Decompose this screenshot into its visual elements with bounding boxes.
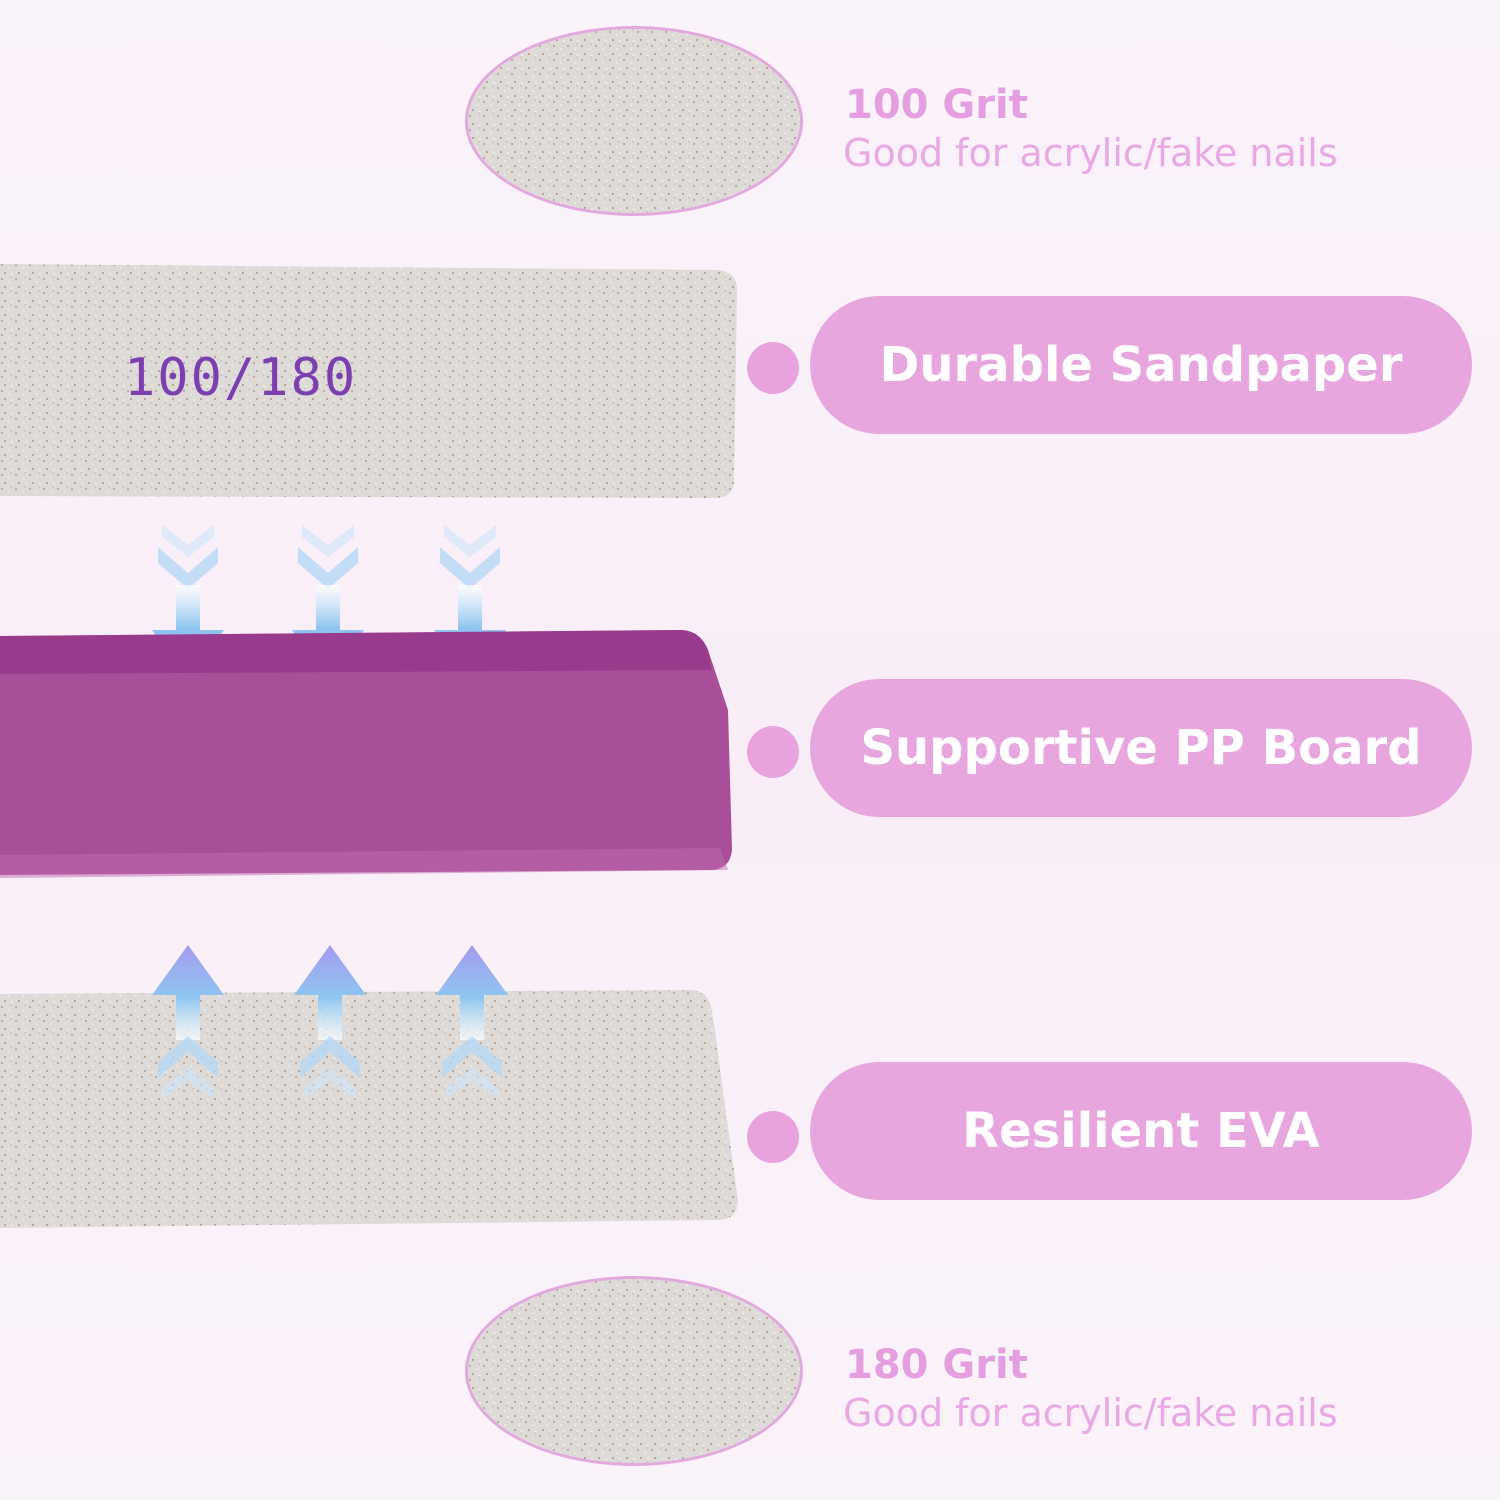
layer-label-eva: Resilient EVA xyxy=(810,1062,1472,1200)
file-grit-label: 100/180 xyxy=(124,348,358,408)
down-arrow-icon xyxy=(148,515,228,685)
grit-swatch-100 xyxy=(465,26,803,216)
layer-label-sandpaper: Durable Sandpaper xyxy=(810,296,1472,434)
grit-100-title: 100 Grit xyxy=(845,82,1028,128)
bullet-dot-icon xyxy=(747,726,799,778)
layer-label-pp-board: Supportive PP Board xyxy=(810,679,1472,817)
grit-100-description: Good for acrylic/fake nails xyxy=(843,131,1338,175)
sandpaper-strip-top: 100/180 xyxy=(0,262,740,498)
sandpaper-strip-bottom xyxy=(0,990,740,1230)
up-arrow-icon xyxy=(290,940,370,1110)
bullet-dot-icon xyxy=(747,1111,799,1163)
down-arrow-icon xyxy=(288,515,368,685)
pp-board xyxy=(0,630,735,880)
up-arrow-icon xyxy=(148,940,228,1110)
bullet-dot-icon xyxy=(747,342,799,394)
grit-180-description: Good for acrylic/fake nails xyxy=(843,1391,1338,1435)
up-arrow-icon xyxy=(432,940,512,1110)
grit-180-title: 180 Grit xyxy=(845,1342,1028,1388)
grit-swatch-180 xyxy=(465,1276,803,1466)
